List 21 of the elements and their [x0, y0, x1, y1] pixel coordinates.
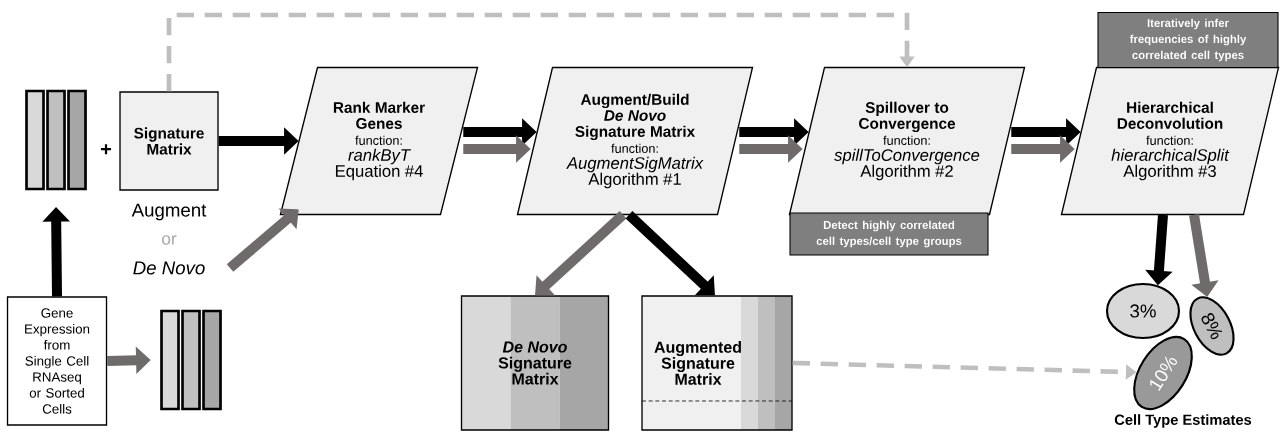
option-label: De Novo [133, 261, 205, 275]
arrow [1189, 213, 1219, 297]
arrow [226, 208, 299, 272]
process-parallelogram: Augment/Build De Novo Signature Matrix function: AugmentSigMatrix Algorithm #1 [516, 66, 754, 216]
arrow [535, 211, 627, 296]
note-box: Detect highly correlated cell types/cell type groups [789, 212, 989, 256]
option-label: or [162, 235, 177, 245]
process-box: Signature Matrix [119, 91, 219, 191]
arrow [166, 12, 915, 92]
column-bars-drawing [160, 309, 222, 411]
arrow [625, 211, 715, 296]
process-box: Gene Expression from Single Cell RNAseq or Sorted Cells [6, 296, 108, 426]
process-parallelogram: Rank Marker Genes function: rankByT Equation #4 [279, 66, 479, 216]
note-box: Iteratively infer frequencies of highly correlated cell types [1097, 11, 1279, 69]
option-label: Augment [131, 203, 207, 221]
matrix-box: Augmented Signature Matrix [641, 295, 793, 431]
column-bars-drawing [25, 89, 87, 191]
matrix-box: De Novo Signature Matrix [460, 295, 610, 431]
plus-sign: + [101, 144, 112, 155]
process-parallelogram: Hierarchical Deconvolution function: hierarchicalSplit Algorithm #3 [1060, 66, 1280, 216]
process-parallelogram: Spillover to Convergence function: spillToConvergence Algorithm #2 [788, 66, 1026, 216]
